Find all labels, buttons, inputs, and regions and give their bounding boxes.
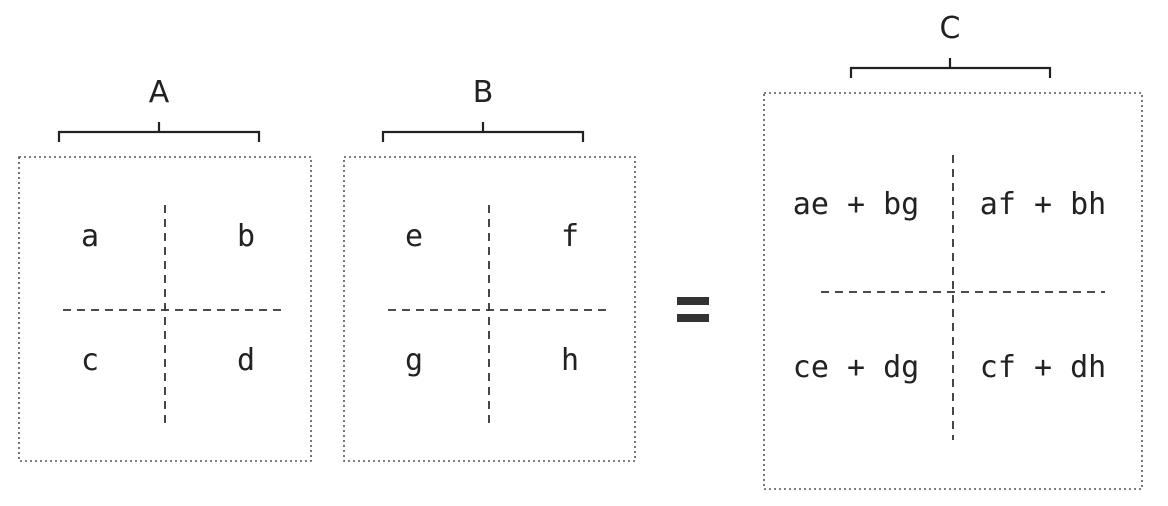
matrix-b-label: B — [473, 75, 494, 110]
matrix-b-cell-bottom-left: g — [405, 343, 423, 378]
equals-sign-bottom-bar — [677, 314, 709, 322]
matrix-b-box — [343, 156, 636, 462]
equals-sign: = — [677, 297, 709, 322]
matrix-c-cell-top-right: af + bh — [980, 187, 1106, 222]
matrix-b: B e f g h — [343, 75, 636, 462]
matrix-a-label: A — [149, 75, 170, 110]
matrix-b-cell-top-right: f — [561, 219, 579, 254]
equals-sign-top-bar — [677, 297, 709, 305]
matrix-b-cell-bottom-right: h — [561, 343, 579, 378]
matrix-c-box — [763, 92, 1143, 490]
matrix-b-cell-top-left: e — [405, 219, 423, 254]
matrix-c-label: C — [940, 11, 961, 46]
matrix-c-brace — [849, 58, 1052, 78]
matrix-a-cell-top-left: a — [81, 219, 99, 254]
matrix-b-brace — [381, 122, 585, 142]
matrix-a-cell-top-right: b — [237, 219, 255, 254]
matrix-a: A a b c d — [18, 75, 312, 462]
matrix-a-brace — [57, 122, 261, 142]
matrix-a-cell-bottom-left: c — [81, 343, 99, 378]
matrix-c-cell-bottom-left: ce + dg — [793, 350, 919, 385]
matrix-c: C ae + bg af + bh ce + dg cf + dh — [763, 11, 1143, 490]
matrix-c-cell-bottom-right: cf + dh — [980, 350, 1106, 385]
matrix-c-cell-top-left: ae + bg — [793, 187, 919, 222]
matrix-a-cell-bottom-right: d — [237, 343, 255, 378]
matrix-a-box — [18, 156, 312, 462]
